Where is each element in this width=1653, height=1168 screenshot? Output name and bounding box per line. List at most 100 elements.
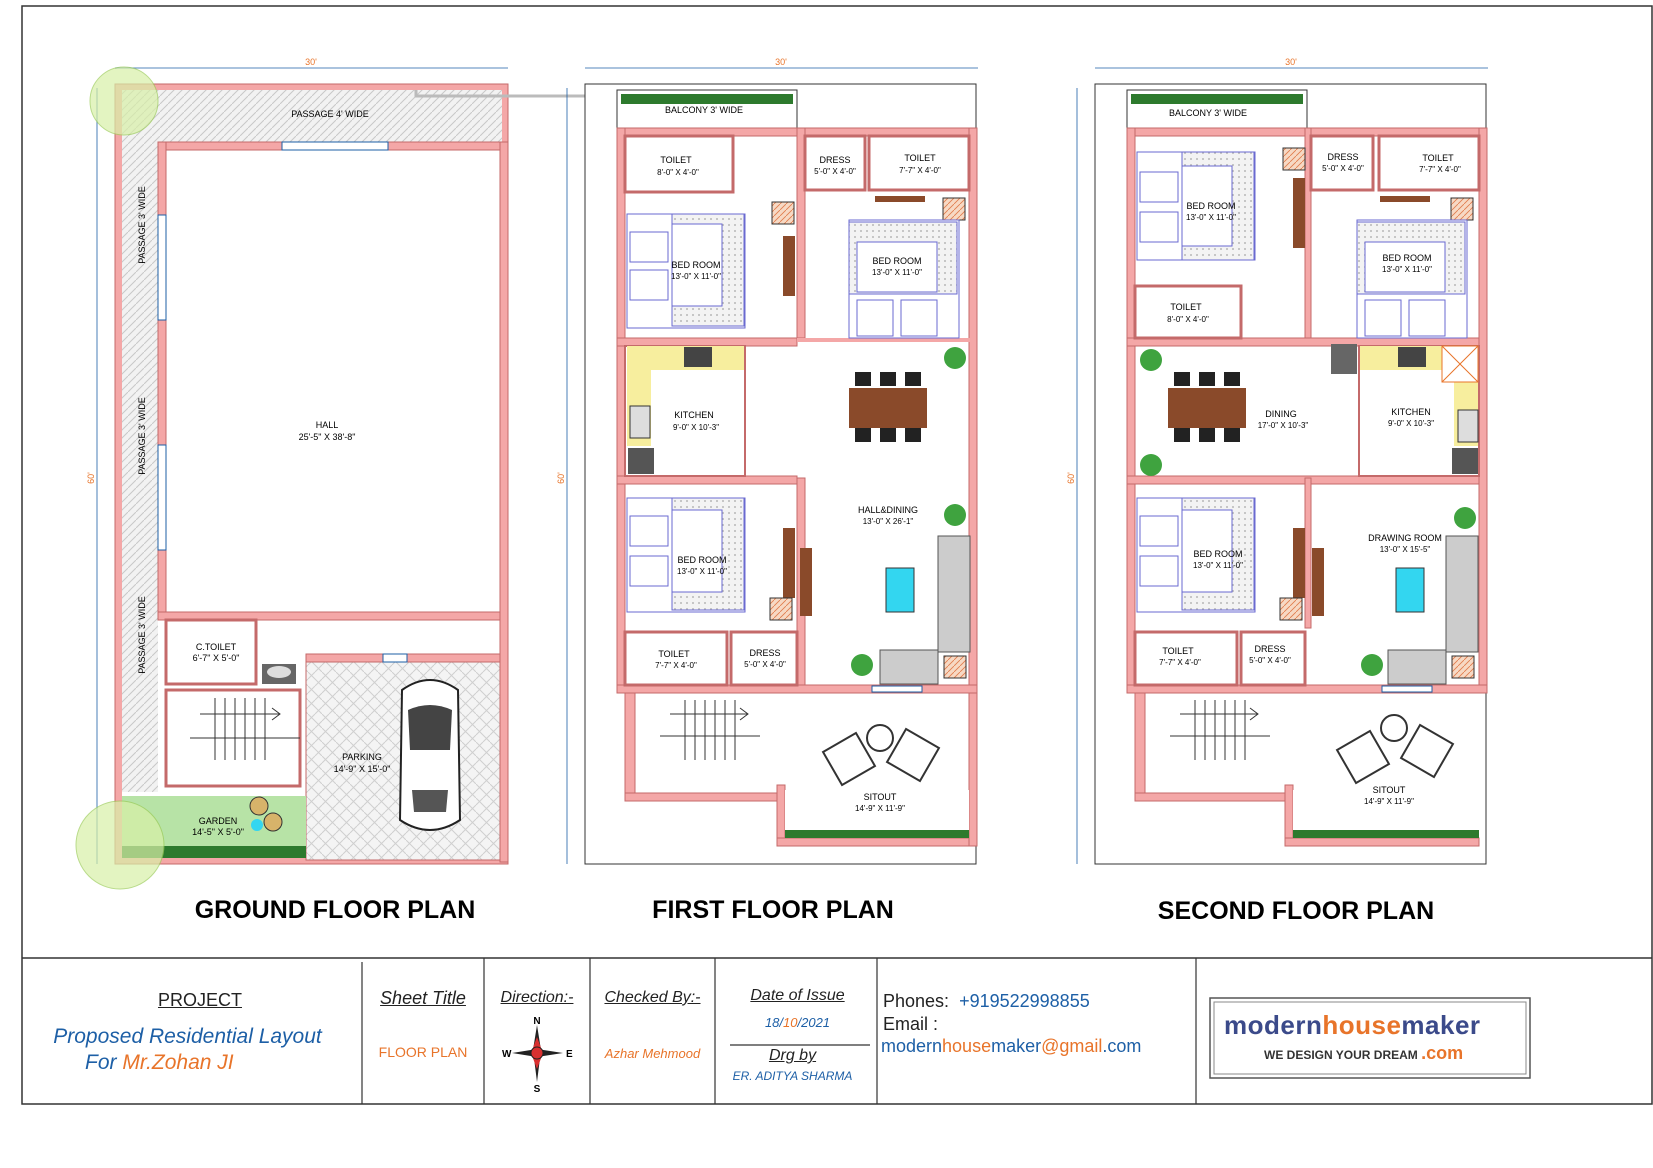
checked-by-heading: Checked By:- — [604, 989, 701, 1006]
project-heading: PROJECT — [157, 990, 242, 1010]
sheet-title-value: FLOOR PLAN — [378, 1044, 468, 1060]
car-icon — [398, 679, 462, 831]
sf-depth-dim: 60' — [1066, 472, 1076, 484]
gf-passage-label: PASSAGE 4' WIDE — [291, 109, 369, 119]
sheet-title-heading: Sheet Title — [380, 988, 466, 1008]
project-line-2: For Mr.Zohan JI — [85, 1051, 234, 1074]
sf-drawing-size: 13'-0" X 15'-5" — [1380, 545, 1431, 554]
sf-kitchen-label: KITCHEN — [1391, 407, 1431, 417]
ff-toilet1-size: 8'-0" X 4'-0" — [657, 168, 699, 177]
gf-title: GROUND FLOOR PLAN — [195, 896, 476, 924]
ff-depth-dim: 60' — [556, 472, 566, 484]
sf-dining-size: 17'-0" X 10'-3" — [1258, 421, 1309, 430]
svg-text:W: W — [502, 1049, 512, 1060]
email-label: Email : — [883, 1014, 939, 1034]
gf-hall-size: 25'-5" X 38'-8" — [299, 432, 356, 442]
ff-bed3-size: 13'-0" X 11'-0" — [677, 567, 727, 576]
gf-ctoilet-size: 6'-7" X 5'-0" — [193, 653, 240, 663]
sf-toilet1-size: 7'-7" X 4'-0" — [1419, 165, 1461, 174]
gf-parking-label: PARKING — [342, 752, 382, 762]
ff-bed2-size: 13'-0" X 11'-0" — [872, 268, 922, 277]
sf-kitchen-size: 9'-0" X 10'-3" — [1388, 419, 1434, 428]
gf-ctoilet-label: C.TOILET — [196, 642, 237, 652]
ff-kitchen-label: KITCHEN — [674, 410, 714, 420]
gf-hall-label: HALL — [316, 420, 339, 430]
ff-balcony-label: BALCONY 3' WIDE — [665, 105, 743, 115]
ff-toilet3-label: TOILET — [658, 649, 690, 659]
ff-dress1-size: 5'-0" X 4'-0" — [814, 167, 856, 176]
logo-wordmark: modernhousemaker — [1224, 1010, 1481, 1040]
sf-dress1-size: 5'-0" X 4'-0" — [1322, 164, 1364, 173]
sheet-border — [21, 5, 1653, 1105]
phone-number[interactable]: +919522998855 — [959, 991, 1090, 1011]
title-block-grid — [361, 958, 1197, 1104]
ground-floor-plan: 30' 60' — [75, 57, 509, 924]
sf-sitout-label: SITOUT — [1373, 785, 1406, 795]
sf-toilet3-label: TOILET — [1162, 646, 1194, 656]
ff-dress2-size: 5'-0" X 4'-0" — [744, 660, 786, 669]
sf-toilet1-label: TOILET — [1422, 153, 1454, 163]
sf-toilet3-size: 7'-7" X 4'-0" — [1159, 658, 1201, 667]
drg-value: ER. ADITYA SHARMA — [732, 1069, 853, 1083]
gf-side-passage-2: PASSAGE 3' WIDE — [137, 397, 147, 475]
svg-text:N: N — [533, 1016, 540, 1027]
sf-drawing-label: DRAWING ROOM — [1368, 533, 1442, 543]
compass-icon: N S E W — [502, 1016, 573, 1095]
ff-dress2-label: DRESS — [749, 648, 780, 658]
direction-heading: Direction:- — [500, 989, 574, 1006]
svg-text:E: E — [566, 1049, 573, 1060]
project-line-1: Proposed Residential Layout — [53, 1025, 322, 1048]
date-heading: Date of Issue — [750, 987, 845, 1004]
gf-side-passage-3: PASSAGE 3' WIDE — [137, 596, 147, 674]
ff-dress1-label: DRESS — [819, 155, 850, 165]
gf-garden-size: 14'-5" X 5'-0" — [192, 827, 244, 837]
ff-sitout-size: 14'-9" X 11'-9" — [855, 804, 905, 813]
date-value: 18/10/2021 — [764, 1015, 831, 1030]
ff-toilet2-size: 7'-7" X 4'-0" — [899, 166, 941, 175]
sf-bed1-label: BED ROOM — [1186, 201, 1235, 211]
gf-side-passage-1: PASSAGE 3' WIDE — [137, 186, 147, 264]
first-floor-plan: 30' 60' — [556, 57, 978, 924]
sf-dress2-size: 5'-0" X 4'-0" — [1249, 656, 1291, 665]
ff-sitout-label: SITOUT — [864, 792, 897, 802]
sf-dress2-label: DRESS — [1254, 644, 1285, 654]
sf-toilet2-size: 8'-0" X 4'-0" — [1167, 315, 1209, 324]
sf-toilet2-label: TOILET — [1170, 302, 1202, 312]
email-address[interactable]: modernhousemaker@gmail.com — [881, 1036, 1142, 1056]
ff-kitchen-size: 9'-0" X 10'-3" — [673, 423, 719, 432]
ff-toilet2-label: TOILET — [904, 153, 936, 163]
sf-bed3-size: 13'-0" X 11'-0" — [1193, 561, 1243, 570]
sf-dress1-label: DRESS — [1327, 152, 1358, 162]
ff-toilet3-size: 7'-7" X 4'-0" — [655, 661, 697, 670]
sf-balcony-label: BALCONY 3' WIDE — [1169, 108, 1247, 118]
sf-bed2-label: BED ROOM — [1382, 253, 1431, 263]
ff-bed3-label: BED ROOM — [677, 555, 726, 565]
sf-bed1-size: 13'-0" X 11'-0" — [1186, 213, 1236, 222]
ff-bed2-label: BED ROOM — [872, 256, 921, 266]
sf-bed2-size: 13'-0" X 11'-0" — [1382, 265, 1432, 274]
sf-sitout-size: 14'-9" X 11'-9" — [1364, 797, 1414, 806]
project-client: Mr.Zohan JI — [122, 1051, 234, 1074]
ff-toilet1-label: TOILET — [660, 155, 692, 165]
gf-width-dim: 30' — [305, 57, 317, 67]
sf-width-dim: 30' — [1285, 57, 1297, 67]
ff-bed1-size: 13'-0" X 11'-0" — [671, 272, 721, 281]
ff-bed1-label: BED ROOM — [671, 260, 720, 270]
ff-hall-size: 13'-0" X 26'-1" — [863, 517, 914, 526]
logo-frame — [1209, 997, 1531, 1079]
ff-title: FIRST FLOOR PLAN — [652, 896, 894, 924]
svg-text:S: S — [534, 1084, 541, 1095]
gf-depth-dim: 60' — [86, 472, 96, 484]
checked-by-value: Azhar Mehmood — [604, 1046, 701, 1061]
gf-garden-label: GARDEN — [199, 816, 238, 826]
sf-title: SECOND FLOOR PLAN — [1158, 897, 1434, 925]
drg-heading: Drg by — [768, 1047, 817, 1064]
ff-hall-label: HALL&DINING — [858, 505, 918, 515]
gf-parking-size: 14'-9" X 15'-0" — [334, 764, 391, 774]
logo-tagline: WE DESIGN YOUR DREAM .com — [1264, 1043, 1464, 1063]
phones-row: Phones: +919522998855 — [883, 991, 1090, 1011]
second-floor-plan: 30' 60' — [1066, 57, 1488, 925]
sf-dining-label: DINING — [1265, 409, 1297, 419]
sf-bed3-label: BED ROOM — [1193, 549, 1242, 559]
